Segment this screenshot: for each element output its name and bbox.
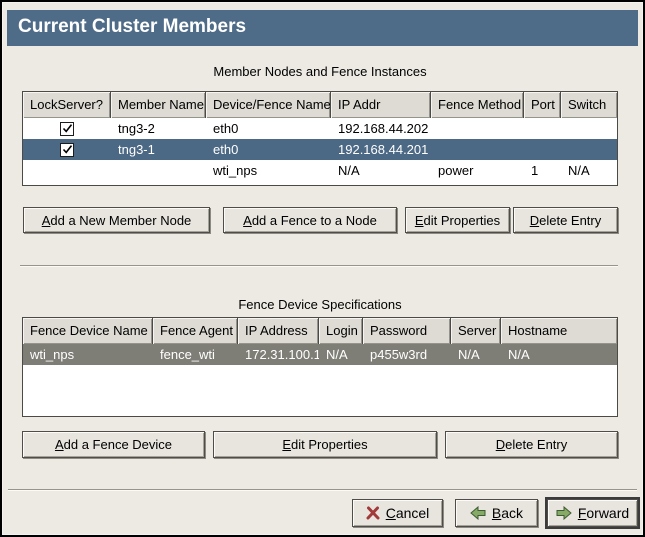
device-fence-name-cell: eth0 [213, 121, 239, 136]
cancel-button[interactable]: Cancel [352, 499, 443, 527]
footer-separator [8, 489, 637, 491]
forward-button[interactable]: Forward [545, 497, 640, 529]
member-section-heading: Member Nodes and Fence Instances [213, 64, 427, 79]
password-cell: p455w3rd [370, 347, 428, 362]
fence-table-empty-space [23, 365, 617, 416]
button-label: Add a Fence Device [54, 437, 173, 452]
fence-method-cell [431, 118, 524, 139]
column-header-ip-address[interactable]: IP Address [238, 318, 319, 344]
switch-cell: N/A [568, 163, 590, 178]
delete-entry-members-button[interactable]: Delete Entry [513, 207, 618, 233]
ip-addr-cell: 192.168.44.202 [338, 121, 429, 136]
button-label: Add a New Member Node [41, 212, 192, 228]
button-label: Add a Fence to a Node [243, 212, 377, 228]
checked-checkbox-icon[interactable] [60, 142, 74, 157]
column-header-member-name[interactable]: Member Name [111, 92, 206, 118]
member-name-cell: tng3-1 [118, 142, 155, 157]
port-cell [524, 139, 561, 160]
add-new-member-node-button[interactable]: Add a New Member Node [23, 207, 210, 233]
page-title: Current Cluster Members [18, 16, 247, 37]
member-name-cell [111, 160, 206, 181]
edit-properties-members-button[interactable]: Edit Properties [405, 207, 510, 233]
edit-properties-fence-button[interactable]: Edit Properties [213, 431, 437, 458]
lockserver-cell[interactable] [23, 139, 111, 160]
fence-table-row-selected[interactable]: wti_nps fence_wti 172.31.100.1 N/A p455w… [23, 344, 617, 365]
member-table-row-selected[interactable]: tng3-1 eth0 192.168.44.201 [23, 139, 617, 160]
column-header-device-fence-name[interactable]: Device/Fence Name [206, 92, 331, 118]
member-table-row[interactable]: wti_nps N/A power 1 N/A [23, 160, 617, 181]
lockserver-cell-empty [23, 160, 111, 181]
button-label: Edit Properties [414, 212, 501, 228]
cancel-x-icon [366, 506, 380, 520]
column-header-server[interactable]: Server [451, 318, 501, 344]
back-arrow-icon [470, 506, 486, 520]
delete-entry-fence-button[interactable]: Delete Entry [445, 431, 618, 458]
column-header-fence-agent[interactable]: Fence Agent [153, 318, 238, 344]
member-table-empty-space [23, 181, 617, 185]
lockserver-cell[interactable] [23, 118, 111, 139]
forward-arrow-icon [556, 506, 572, 520]
member-table-row[interactable]: tng3-2 eth0 192.168.44.202 [23, 118, 617, 139]
button-label: Cancel [385, 505, 430, 521]
login-cell: N/A [326, 347, 348, 362]
column-header-hostname[interactable]: Hostname [501, 318, 617, 344]
fence-device-table: Fence Device Name Fence Agent IP Address… [22, 317, 618, 417]
column-header-switch[interactable]: Switch [561, 92, 617, 118]
fence-agent-cell: fence_wti [160, 347, 215, 362]
fence-method-cell: power [438, 163, 474, 178]
button-label: Forward [577, 505, 630, 521]
device-fence-name-cell: eth0 [213, 142, 239, 157]
device-fence-name-cell: wti_nps [213, 163, 258, 178]
button-label: Back [491, 505, 524, 521]
switch-cell [561, 118, 617, 139]
checked-checkbox-icon[interactable] [60, 121, 74, 136]
back-button[interactable]: Back [455, 499, 538, 527]
titlebar: Current Cluster Members [7, 10, 638, 46]
fence-method-cell [431, 139, 524, 160]
button-label: Delete Entry [529, 212, 602, 228]
column-header-fence-method[interactable]: Fence Method [431, 92, 524, 118]
column-header-lockserver[interactable]: LockServer? [23, 92, 111, 118]
column-header-port[interactable]: Port [524, 92, 561, 118]
button-label: Edit Properties [282, 437, 368, 452]
column-header-fence-device-name[interactable]: Fence Device Name [23, 318, 153, 344]
section-separator [20, 265, 618, 267]
port-cell: 1 [531, 163, 539, 178]
add-fence-device-button[interactable]: Add a Fence Device [22, 431, 205, 458]
fence-table-header-row: Fence Device Name Fence Agent IP Address… [23, 318, 617, 344]
add-fence-to-node-button[interactable]: Add a Fence to a Node [223, 207, 397, 233]
server-cell: N/A [458, 347, 480, 362]
fence-section-heading: Fence Device Specifications [238, 297, 402, 312]
member-name-cell: tng3-2 [118, 121, 155, 136]
column-header-password[interactable]: Password [363, 318, 451, 344]
fence-device-name-cell: wti_nps [30, 347, 75, 362]
port-cell [524, 118, 561, 139]
column-header-ip-addr[interactable]: IP Addr [331, 92, 431, 118]
ip-addr-cell: 192.168.44.201 [338, 142, 429, 157]
column-header-login[interactable]: Login [319, 318, 363, 344]
button-label: Delete Entry [495, 437, 568, 452]
hostname-cell: N/A [508, 347, 530, 362]
member-table-header-row: LockServer? Member Name Device/Fence Nam… [23, 92, 617, 118]
ip-addr-cell: N/A [338, 163, 360, 178]
switch-cell [561, 139, 617, 160]
ip-address-cell: 172.31.100.1 [245, 347, 319, 362]
member-nodes-table: LockServer? Member Name Device/Fence Nam… [22, 91, 618, 186]
